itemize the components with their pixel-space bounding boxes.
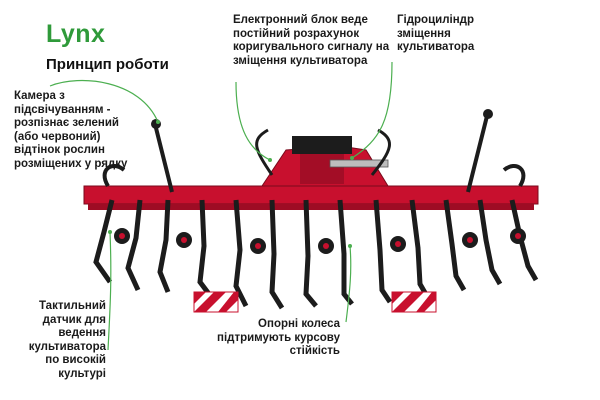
hitch-plate — [300, 154, 344, 184]
electronic-unit — [292, 136, 352, 154]
gauge-wheels-callout: Опорні колеса підтримують курсову стійкі… — [217, 318, 340, 357]
electronic-unit-callout: Електронний блок веде постійний розрахун… — [233, 14, 390, 67]
warning-plate-left — [193, 291, 239, 313]
camera-callout: Камера з підсвічуванням - розпізнає зеле… — [14, 90, 128, 170]
camera-mast-left — [152, 119, 174, 193]
hoop-right — [502, 164, 526, 188]
gauge-wheels — [114, 228, 526, 254]
tactile-sensor-callout: Тактильний датчик для ведення культивато… — [28, 300, 106, 380]
row-units — [93, 199, 539, 310]
diagram-title: Lynx — [46, 20, 106, 48]
wheel-hubs — [119, 233, 521, 249]
hydraulic-cylinder — [329, 159, 389, 168]
camera-right — [483, 109, 493, 119]
camera-left — [151, 119, 161, 129]
camera-mast-right — [466, 111, 490, 193]
frame-beam-lower — [88, 204, 534, 210]
warning-plate-right — [391, 291, 437, 313]
hydraulic-cylinder-callout: Гідроциліндр зміщення культиватора — [397, 14, 475, 53]
diagram-subtitle: Принцип роботи — [46, 56, 169, 73]
hoop-left — [102, 164, 126, 188]
